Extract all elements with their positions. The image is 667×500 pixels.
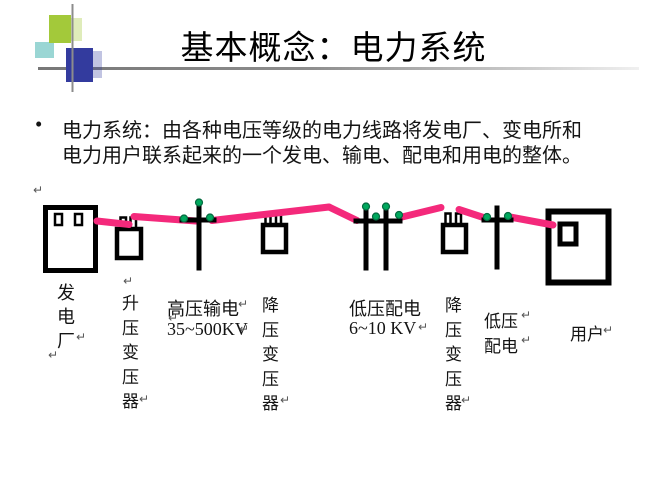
step-down-transformer-2-box	[440, 222, 469, 255]
transmission-poles	[179, 201, 514, 271]
user-window	[557, 221, 579, 247]
power-line-segment	[325, 203, 361, 224]
label-step-down-transformer-1: 降压变压器	[262, 296, 279, 413]
connection-dot	[205, 213, 215, 222]
label-lv-voltage: 6~10 KV	[349, 318, 417, 338]
connection-dot	[394, 210, 404, 220]
connection-dot	[361, 202, 371, 211]
label-power-plant: 发电厂	[57, 283, 75, 351]
paragraph-mark: ↵	[521, 308, 532, 322]
label-lv-distribution2-line2: 配电	[484, 337, 518, 356]
logo-green-fade	[71, 18, 82, 41]
power-plant-window	[73, 212, 84, 227]
paragraph-mark: ↵	[603, 323, 614, 337]
paragraph-mark: ↵	[139, 392, 150, 406]
power-line-segment	[396, 204, 445, 221]
paragraph-mark: ↵	[123, 274, 134, 288]
page-title: 基本概念：电力系统	[180, 31, 487, 67]
paragraph-mark: ↵	[48, 348, 59, 362]
paragraph-mark: ↵	[76, 330, 87, 344]
label-hv-voltage: 35~500KV	[167, 319, 248, 339]
paragraph-mark: ↵	[280, 393, 291, 407]
logo-blue-fade	[93, 51, 102, 78]
power-line-segment	[506, 213, 557, 229]
connection-dot	[194, 198, 204, 207]
diagram-shapes	[43, 205, 612, 286]
paragraph-mark: ↵	[168, 311, 179, 325]
bullet-text-line1: 电力系统：由各种电压等级的电力线路将发电厂、变电所和	[62, 120, 582, 142]
paragraph-mark: ↵	[238, 297, 249, 311]
connection-dot	[371, 212, 381, 221]
paragraph-mark: ↵	[33, 183, 44, 197]
power-line-segment	[455, 206, 489, 222]
power-plant-box	[43, 205, 98, 273]
paragraph-mark: ↵	[521, 333, 532, 347]
connection-dot	[179, 214, 189, 223]
slide-logo	[35, 4, 102, 92]
label-step-down-transformer-2: 降压变压器	[445, 296, 462, 413]
label-user: 用户	[570, 325, 604, 344]
power-lines	[93, 203, 557, 229]
logo-blue-square	[66, 48, 93, 82]
label-step-up-transformer: 升压变压器	[122, 294, 139, 411]
label-lv-distribution2-line1: 低压	[484, 312, 518, 331]
logo-teal-square	[35, 42, 54, 58]
logo-green-square	[49, 15, 71, 43]
paragraph-mark: ↵	[418, 320, 429, 334]
connection-dot	[503, 211, 513, 221]
paragraph-mark: ↵	[461, 393, 472, 407]
label-hv-transmission: 高压输电	[167, 299, 239, 319]
bullet-marker: •	[35, 112, 43, 136]
power-plant-window	[53, 212, 64, 227]
title-divider	[38, 67, 639, 70]
step-up-transformer-box	[114, 226, 144, 261]
power-line-segment	[208, 203, 333, 224]
paragraph-mark: ↵	[239, 322, 250, 336]
bullet-text-line2: 电力用户联系起来的一个发电、输电、配电和用电的整体。	[62, 145, 582, 167]
power-line-segment	[93, 217, 133, 228]
connection-dots	[179, 198, 513, 223]
step-down-transformer-1-box	[260, 222, 289, 255]
connection-dot	[482, 212, 492, 222]
connection-dot	[381, 202, 391, 211]
label-lv-distribution: 低压配电	[349, 299, 421, 319]
